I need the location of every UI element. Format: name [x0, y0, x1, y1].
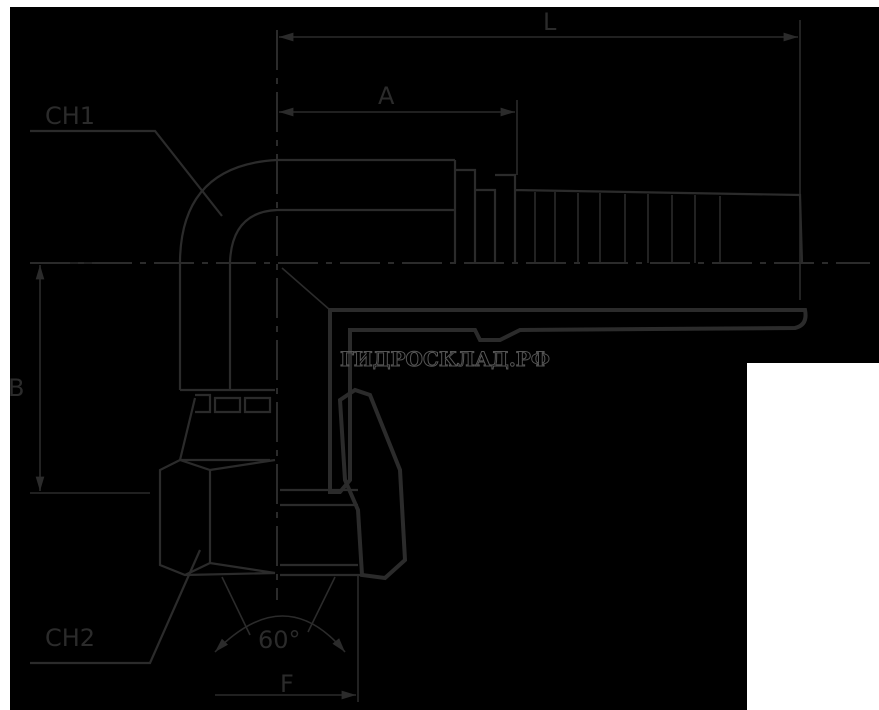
- ch2-label: CH2: [45, 624, 95, 652]
- b-label: B: [8, 374, 24, 402]
- section-leader: [281, 267, 331, 311]
- hose-barb-ribs: [534, 192, 721, 263]
- angle-arc: [214, 615, 346, 653]
- nut-section: [337, 387, 408, 581]
- blank-panel: [747, 363, 879, 710]
- drawing-area: [10, 7, 879, 710]
- adapter-grooves: [195, 393, 272, 414]
- section-body: [328, 308, 808, 494]
- elbow-outer: [178, 158, 455, 390]
- ferrule-steps: [453, 160, 804, 264]
- ch1-leader: [30, 129, 223, 217]
- angle-line-left: [221, 576, 251, 636]
- watermark: ГИДРОСКЛАД.РФ: [340, 347, 550, 371]
- elbow-inner: [228, 208, 455, 390]
- a-label: A: [378, 82, 395, 110]
- angle-line-right: [307, 576, 336, 633]
- ch2-leader: [30, 549, 202, 665]
- hex-nut: [158, 397, 276, 577]
- ch1-label: CH1: [45, 102, 95, 130]
- angle-label: 60°: [258, 626, 301, 654]
- nut-bore: [280, 488, 362, 577]
- l-label: L: [543, 8, 557, 36]
- f-label: F: [280, 670, 294, 698]
